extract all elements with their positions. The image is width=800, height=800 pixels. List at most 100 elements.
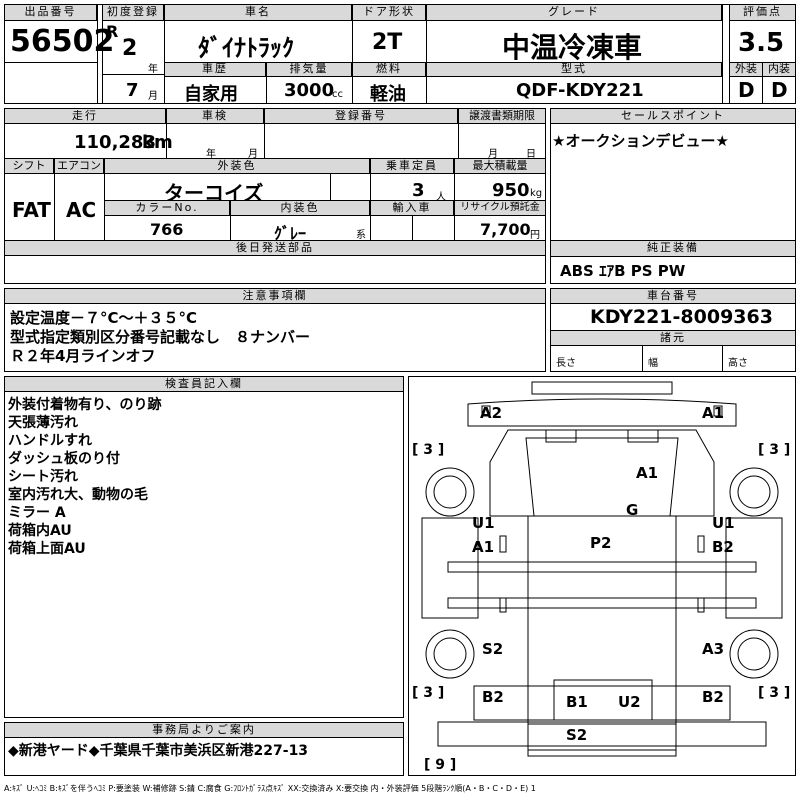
inspector-line: 荷箱上面AU	[8, 541, 86, 557]
ext-grade: D	[738, 78, 755, 102]
month-unit: 月	[148, 91, 158, 102]
damage-label: A1	[472, 538, 495, 556]
inspector-line: ハンドルすれ	[8, 433, 92, 449]
history: 自家用	[184, 84, 238, 105]
mileage-label: 走行	[4, 108, 166, 124]
spare-tire-label: [ 9 ]	[424, 757, 457, 773]
recycle-label: リサイクル預託金	[454, 200, 546, 216]
int-label: 内装	[762, 62, 796, 77]
legend: A:ｷｽﾞ U:ﾍｺﾐ B:ｷｽﾞを伴うﾍｺﾐ P:要塗装 W:補修跡 S:錆 …	[4, 784, 536, 793]
tire-depth-label: [ 3 ]	[758, 685, 791, 701]
tire-depth-label: [ 3 ]	[412, 685, 445, 701]
insp-month-unit: 月	[248, 149, 258, 160]
truck-diagram	[421, 381, 783, 757]
damage-label: B2	[702, 688, 724, 706]
later-parts-label: 後日発送部品	[4, 240, 546, 256]
ext-label: 外装	[729, 62, 763, 77]
load: 950	[492, 180, 530, 201]
diagram-section	[408, 376, 796, 776]
inspector-line: 外装付着物有り、のり跡	[8, 397, 162, 413]
sales-label: セールスポイント	[550, 108, 796, 124]
door-label: ドア形状	[352, 4, 426, 21]
model-label: 型式	[426, 62, 722, 77]
int-color-label: 内装色	[230, 200, 370, 216]
office-text: ◆新港ヤード◆千葉県千葉市美浜区新港227-13	[8, 743, 309, 759]
inspector-line: 室内汚れ大、動物の毛	[8, 487, 148, 503]
reg-number-label: 登録番号	[264, 108, 458, 124]
ac-label: エアコン	[54, 158, 104, 174]
damage-label: B1	[566, 693, 588, 711]
mileage-unit: km	[142, 132, 173, 153]
tire-depth-label: [ 3 ]	[412, 442, 445, 458]
car-name: ﾀﾞｲﾅﾄﾗｯｸ	[198, 34, 294, 62]
inspector-line: ダッシュ板のり付	[8, 451, 120, 467]
damage-label: A1	[636, 464, 659, 482]
inspector-line: シート汚れ	[8, 469, 78, 485]
color-no-label: カラーNo.	[104, 200, 230, 216]
tire-depth-label: [ 3 ]	[758, 442, 791, 458]
lot-label: 出品番号	[4, 4, 97, 21]
int-grade: D	[771, 78, 788, 102]
score-label: 評価点	[729, 4, 796, 21]
capacity-unit: 人	[436, 192, 446, 203]
equipment: ABS ｴｱB PS PW	[560, 262, 686, 280]
inspector-line: 荷箱内AU	[8, 523, 72, 539]
damage-label: A1	[702, 404, 725, 422]
disp-label: 排気量	[266, 62, 352, 77]
damage-label: S2	[482, 640, 504, 658]
damage-label: U2	[618, 693, 641, 711]
color-no: 766	[150, 220, 184, 239]
load-unit: kg	[530, 188, 543, 199]
load-label: 最大積載量	[454, 158, 546, 174]
recycle-unit: 円	[530, 230, 540, 241]
import-label: 輸入車	[370, 200, 454, 216]
note-line-1: 設定温度－７°C～＋３５°C	[10, 309, 198, 327]
equip-label: 純正装備	[550, 240, 796, 257]
mileage: 110,283	[74, 132, 156, 153]
inspector-line: 天張薄汚れ	[8, 415, 78, 431]
damage-label: U1	[472, 514, 495, 532]
dims-label: 諸元	[550, 330, 796, 346]
displacement: 3000	[284, 80, 335, 101]
shift: FAT	[12, 198, 51, 222]
notes-label: 注意事項欄	[4, 288, 546, 304]
int-color: ｸﾞﾚｰ	[274, 224, 307, 243]
ac: AC	[66, 198, 97, 222]
capacity: 3	[412, 180, 425, 201]
damage-label: A3	[702, 640, 725, 658]
chassis-number: KDY221-8009363	[590, 306, 773, 328]
damage-label: G	[626, 501, 639, 519]
damage-label: B2	[482, 688, 504, 706]
shift-label: シフト	[4, 158, 54, 174]
height-label: 高さ	[728, 358, 748, 369]
era: R	[106, 22, 119, 41]
name-label: 車名	[164, 4, 352, 21]
damage-label: S2	[566, 726, 588, 744]
note-line-3: Ｒ２年4月ラインオフ	[10, 347, 156, 365]
deadline-label: 譲渡書類期限	[458, 108, 546, 124]
lot-number: 56502	[10, 24, 115, 59]
int-color-unit: 系	[356, 230, 366, 241]
damage-label: A2	[480, 404, 503, 422]
grade: 中温冷凍車	[502, 31, 643, 64]
reg-month: 7	[126, 80, 139, 101]
fuel: 軽油	[370, 84, 406, 105]
capacity-label: 乗車定員	[370, 158, 454, 174]
inspector-label: 検査員記入欄	[4, 376, 404, 392]
damage-label: B2	[712, 538, 734, 556]
disp-unit: cc	[332, 89, 343, 100]
history-label: 車歴	[164, 62, 266, 77]
color-label: 外装色	[104, 158, 370, 174]
grade-label: グレード	[426, 4, 722, 21]
recycle: 7,700	[480, 220, 531, 239]
first-reg-label: 初度登録	[102, 4, 164, 21]
score: 3.5	[738, 28, 785, 58]
width-label: 幅	[648, 358, 658, 369]
deadline-day-unit: 日	[526, 149, 536, 160]
reg-year: 2	[122, 36, 138, 61]
chassis-label: 車台番号	[550, 288, 796, 304]
insp-year-unit: 年	[206, 149, 216, 160]
damage-label: P2	[590, 534, 612, 552]
door-type: 2T	[372, 30, 403, 55]
damage-label: U1	[712, 514, 735, 532]
